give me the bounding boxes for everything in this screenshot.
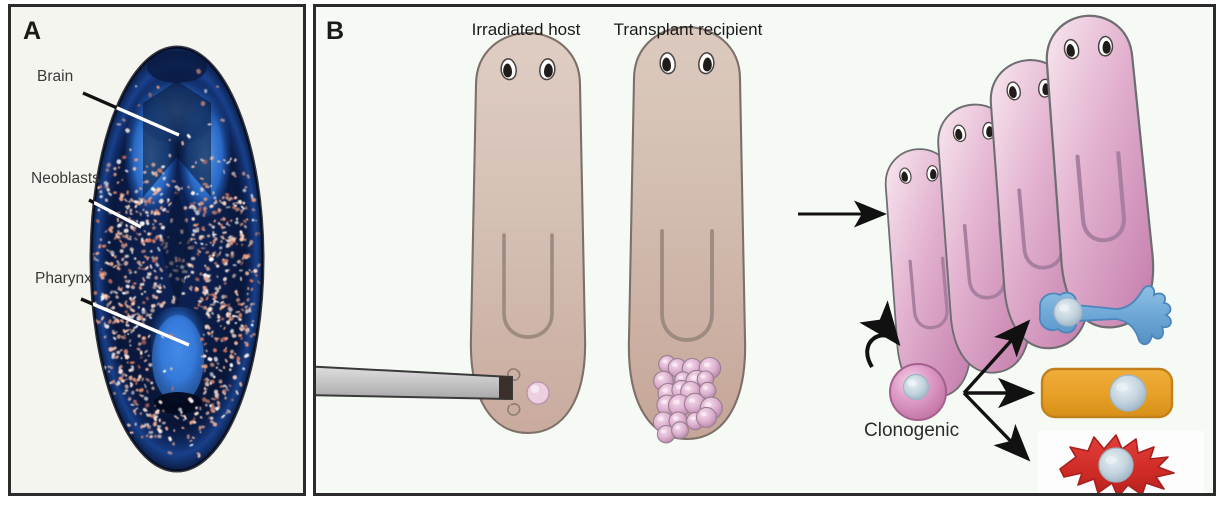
clonal-cell-colony (652, 355, 723, 444)
label-brain: Brain (37, 68, 74, 85)
clone-worm (989, 59, 1091, 350)
recipient-eyespots (659, 52, 715, 75)
injected-clonogenic-cell (526, 381, 550, 405)
arrow-to-muscle (962, 391, 1031, 462)
brain-region (125, 51, 231, 217)
label-pharynx: Pharynx (35, 270, 92, 287)
panel-b-schematic (316, 14, 1204, 493)
panel-a-letter: A (23, 17, 42, 45)
panel-a: A (8, 4, 306, 496)
neoblast-speckles (92, 68, 261, 458)
column-title-transplant-recipient: Transplant recipient (613, 20, 763, 39)
specimen-body (89, 45, 265, 473)
clonogenic-label: Clonogenic (864, 420, 960, 441)
clone-worm (884, 148, 972, 398)
pharynx-region (151, 307, 205, 414)
panel-b: B (313, 4, 1216, 496)
clone-worm (1045, 14, 1155, 329)
injection-site-swirls (507, 368, 521, 416)
irradiated-host-worm (469, 31, 587, 435)
lineage-diagram (859, 285, 1204, 493)
label-neoblasts: Neoblasts (31, 170, 100, 187)
muscle-cell (1038, 431, 1204, 493)
host-eyespots (500, 58, 556, 81)
neuron-cell (1038, 285, 1172, 346)
panel-b-letter: B (326, 17, 345, 45)
clonally-expanded-worms (884, 14, 1155, 398)
clonogenic-stem-cell (889, 363, 947, 421)
transplant-recipient-worm (627, 25, 747, 444)
arrow-to-neuron (962, 319, 1031, 395)
self-renewal-arrow (859, 300, 901, 369)
micropipette-needle (316, 365, 513, 401)
epithelial-cell (1040, 367, 1174, 419)
column-title-irradiated-host: Irradiated host (471, 20, 581, 39)
annotation-leader-lines (80, 91, 190, 347)
clone-worm (937, 103, 1031, 374)
